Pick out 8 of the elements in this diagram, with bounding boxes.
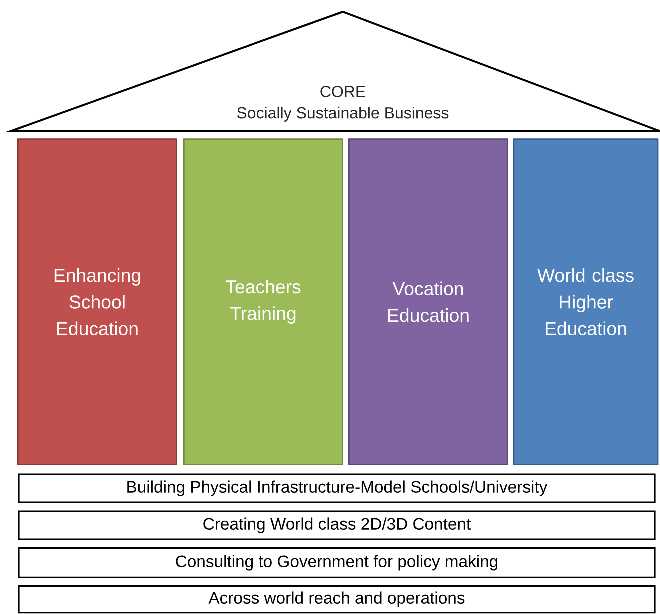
foundation-band: Creating World class 2D/3D Content <box>18 510 656 540</box>
foundation-band: Building Physical Infrastructure-Model Schools/University <box>18 474 656 504</box>
pillar-box: Enhancing School Education <box>18 138 178 466</box>
foundation-band: Consulting to Government for policy making <box>18 548 656 578</box>
pillar-box: Teachers Training <box>184 138 344 466</box>
foundation-band: Across world reach and operations <box>18 585 656 614</box>
pillar-box: Vocation Education <box>348 138 508 466</box>
pillar-box: World class Higher Education <box>513 138 659 466</box>
